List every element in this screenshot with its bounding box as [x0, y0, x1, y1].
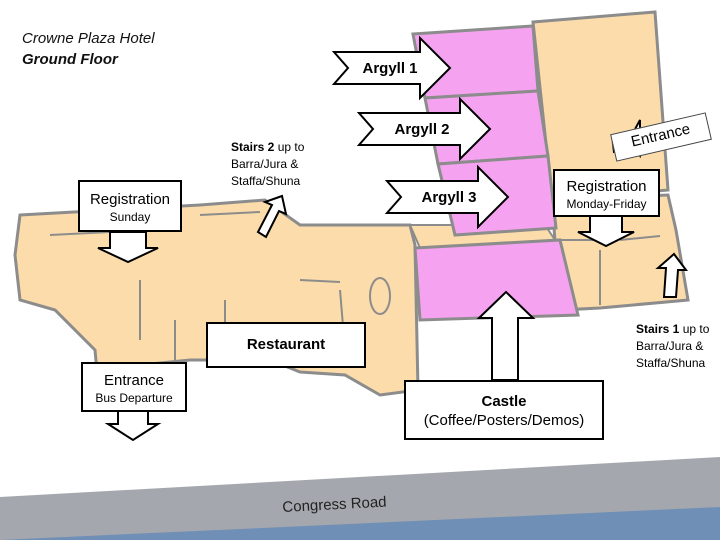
castle-box: Castle (Coffee/Posters/Demos)	[404, 380, 604, 440]
argyll-1-arrow-icon	[331, 35, 452, 101]
argyll-3-arrow-icon	[384, 164, 510, 230]
castle-room	[413, 238, 580, 322]
stairs-1-line-2: Barra/Jura &	[636, 339, 704, 353]
title-line-1: Crowne Plaza Hotel	[22, 30, 155, 47]
argyll-2-label: Argyll 2	[394, 121, 450, 138]
stairs-2-line-2: Barra/Jura &	[231, 157, 299, 171]
road-blue-band	[0, 507, 720, 540]
castle-sub: (Coffee/Posters/Demos)	[423, 412, 585, 429]
stairs-1-rest: up to	[679, 322, 710, 336]
stairs-1-arrow-icon	[655, 252, 688, 298]
registration-weekday-label: Registration	[566, 178, 647, 195]
stairs-2-rest: up to	[274, 140, 305, 154]
registration-sunday-sub: Sunday	[109, 210, 151, 224]
registration-weekday-box: Registration Monday-Friday	[553, 169, 660, 217]
entrance-bus-label: Entrance	[103, 372, 165, 389]
restaurant-box: Restaurant	[206, 322, 366, 368]
stairs-2-line-3: Staffa/Shuna	[231, 174, 301, 188]
registration-sunday-box: Registration Sunday	[78, 180, 182, 232]
stairs-1-title: Stairs 1	[636, 322, 680, 336]
argyll-2-arrow-icon	[356, 96, 492, 162]
argyll-1-label: Argyll 1	[362, 60, 418, 77]
registration-sunday-arrow-icon	[97, 231, 159, 264]
entrance-bus-sub: Bus Departure	[95, 391, 173, 405]
map-title: Crowne Plaza Hotel Ground Floor	[22, 28, 155, 70]
title-line-2: Ground Floor	[22, 51, 118, 68]
castle-arrow-icon	[476, 290, 536, 381]
registration-weekday-arrow-icon	[577, 215, 635, 248]
entrance-bus-arrow-icon	[104, 407, 162, 442]
entrance-bus-box: Entrance Bus Departure	[81, 362, 187, 412]
stairs-2-title: Stairs 2	[231, 140, 275, 154]
stairs-1-note: Stairs 1 up to Barra/Jura & Staffa/Shuna	[636, 321, 709, 372]
argyll-3-label: Argyll 3	[421, 189, 477, 206]
registration-weekday-sub: Monday-Friday	[566, 197, 647, 211]
stairs-2-arrow-icon	[256, 194, 288, 239]
castle-label: Castle	[481, 393, 527, 410]
registration-sunday-label: Registration	[89, 191, 171, 208]
argyll-rooms	[411, 24, 558, 237]
stairs-2-note: Stairs 2 up to Barra/Jura & Staffa/Shuna	[231, 139, 304, 190]
stairs-1-line-3: Staffa/Shuna	[636, 356, 706, 370]
